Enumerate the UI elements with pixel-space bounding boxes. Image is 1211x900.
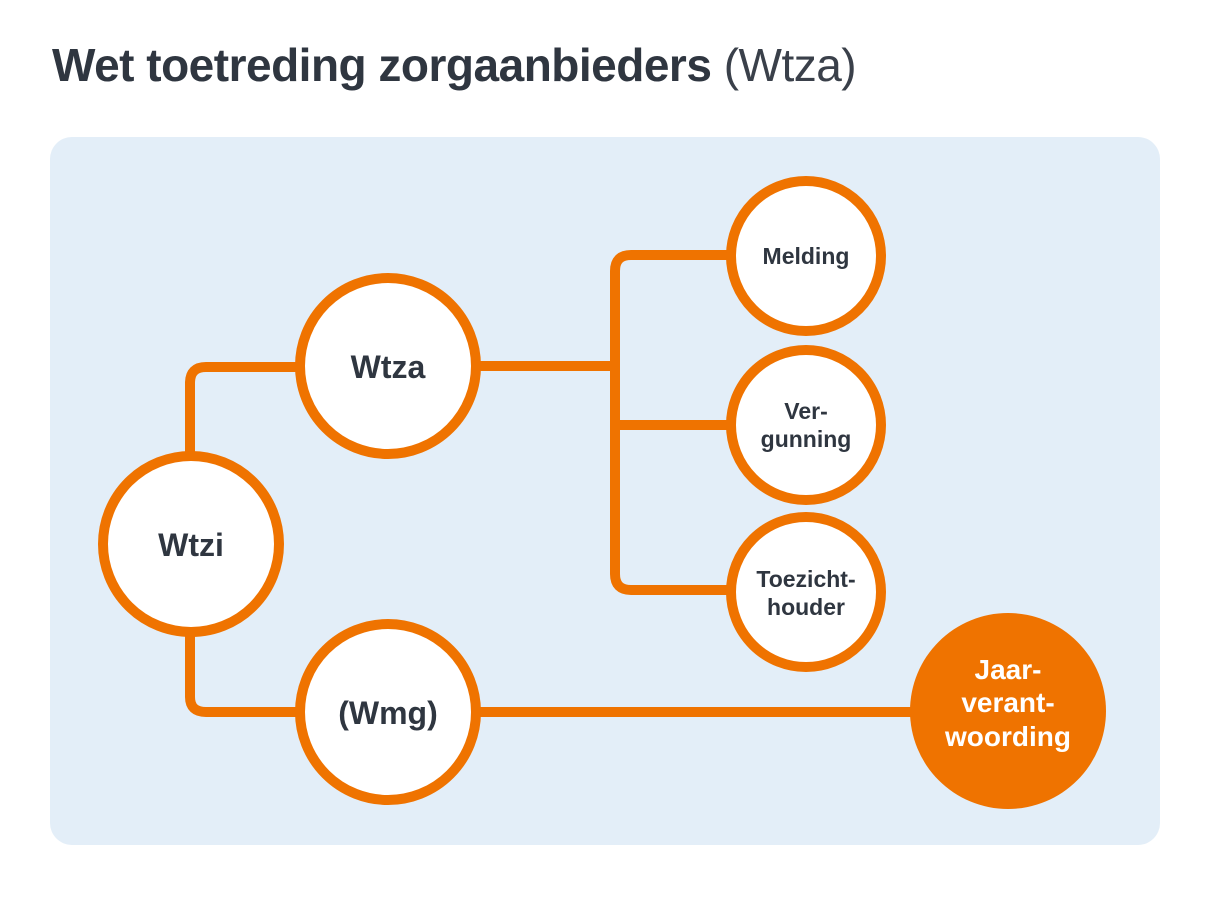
connector-wtzi-wtza bbox=[185, 362, 300, 460]
label-jaarverantwoording-2: verant- bbox=[961, 687, 1054, 718]
label-vergunning-2: gunning bbox=[761, 426, 852, 452]
node-wmg bbox=[295, 619, 481, 805]
connector-wtzi-wmg bbox=[185, 630, 300, 717]
page-title: Wet toetreding zorgaanbieders (Wtza) bbox=[52, 38, 857, 92]
label-vergunning-1: Ver- bbox=[784, 398, 827, 424]
title-abbrev: (Wtza) bbox=[723, 39, 857, 91]
label-toezichthouder-2: houder bbox=[767, 594, 845, 620]
node-wtzi bbox=[98, 451, 284, 637]
node-jaarverantwoording bbox=[910, 613, 1106, 809]
label-wtza: Wtza bbox=[351, 349, 426, 385]
label-wtzi: Wtzi bbox=[158, 527, 224, 563]
label-toezichthouder-1: Toezicht- bbox=[756, 566, 855, 592]
node-vergunning bbox=[726, 345, 886, 505]
node-wtza bbox=[295, 273, 481, 459]
title-main: Wet toetreding zorgaanbieders bbox=[52, 39, 712, 91]
node-melding bbox=[726, 176, 886, 336]
label-melding: Melding bbox=[763, 243, 850, 269]
label-wmg: (Wmg) bbox=[338, 695, 438, 731]
label-jaarverantwoording-1: Jaar- bbox=[975, 654, 1042, 685]
label-jaarverantwoording-3: woording bbox=[944, 721, 1071, 752]
node-toezichthouder bbox=[726, 512, 886, 672]
